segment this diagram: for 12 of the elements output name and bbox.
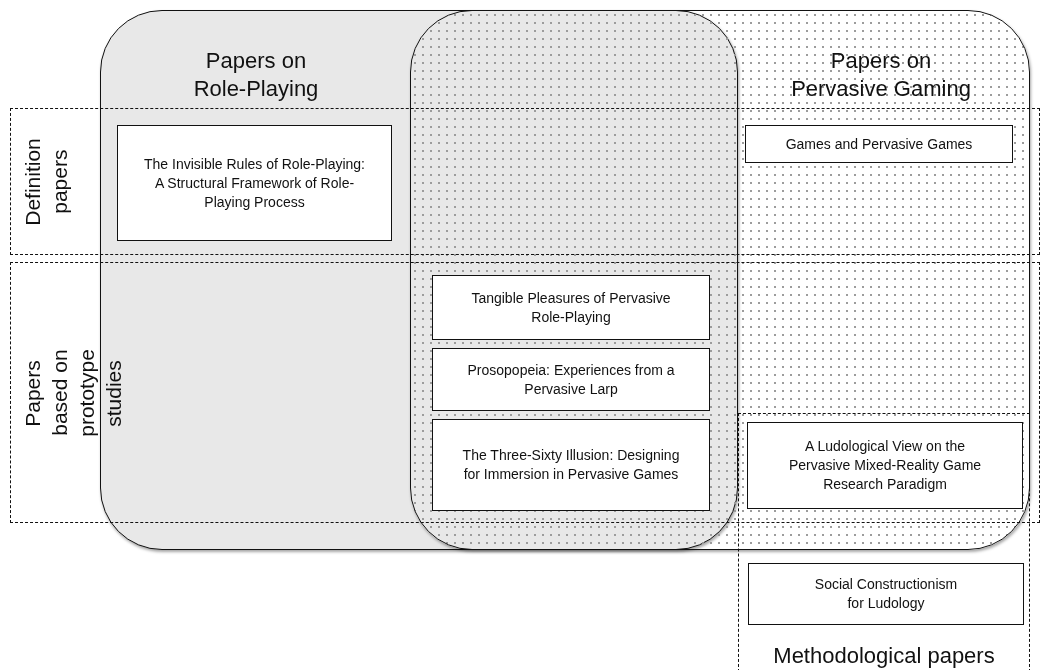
set-title: Papers on Pervasive Gaming xyxy=(790,47,972,103)
paper-box: The Invisible Rules of Role-Playing: A Structural Framework of Role-Playing Process xyxy=(117,125,392,241)
set-title: Papers on Role-Playing xyxy=(192,47,320,103)
paper-box: The Three-Sixty Illusion: Designing for Immersion in Pervasive Games xyxy=(432,419,710,511)
band-label: Methodological papers xyxy=(772,642,996,670)
paper-box: A Ludological View on the Pervasive Mixed-Reality Game Research Paradigm xyxy=(747,422,1023,509)
paper-box: Games and Pervasive Games xyxy=(745,125,1013,163)
band-label: Definition papers xyxy=(20,137,72,226)
band-label: Papers based on prototype studies xyxy=(20,347,126,439)
paper-box: Social Constructionism for Ludology xyxy=(748,563,1024,625)
paper-box: Prosopopeia: Experiences from a Pervasive Larp xyxy=(432,348,710,411)
paper-box: Tangible Pleasures of Pervasive Role-Playing xyxy=(432,275,710,340)
